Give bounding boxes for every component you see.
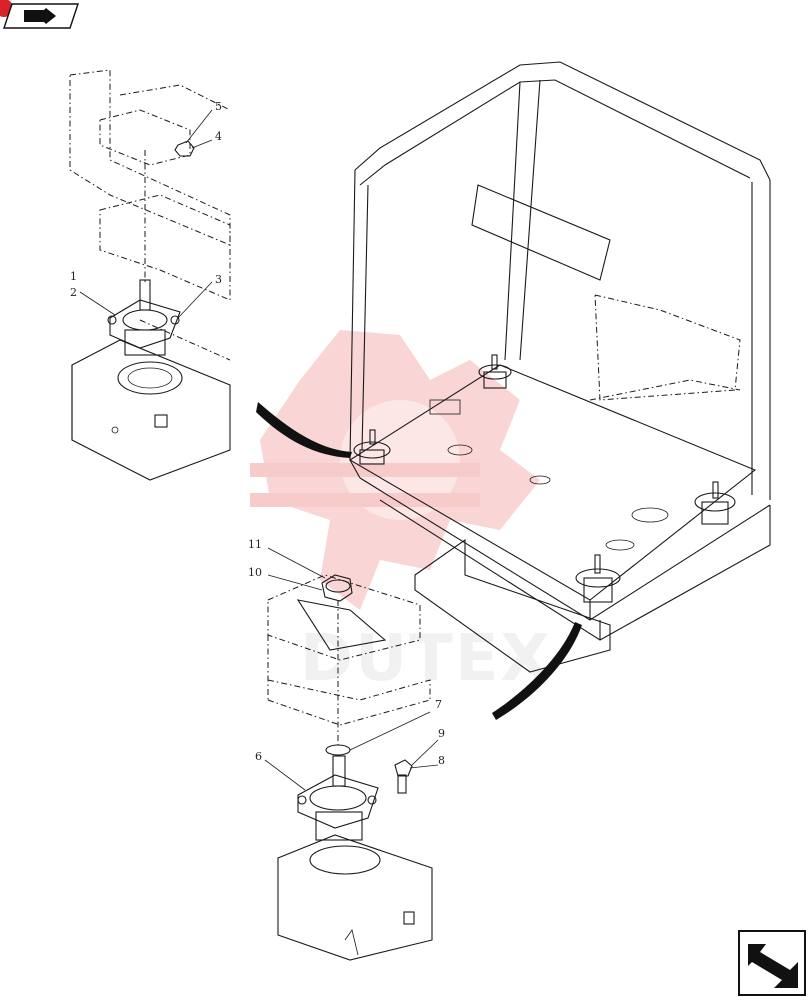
upper-detail-view [69, 69, 231, 481]
cab-frame [348, 61, 771, 673]
next-page-arrow-icon[interactable] [0, 0, 79, 29]
callout-11: 11 [248, 538, 262, 551]
callout-8: 8 [438, 754, 445, 767]
callout-3: 3 [215, 273, 222, 286]
cab-mount [575, 554, 621, 603]
callout-1: 1 [70, 270, 77, 283]
nut [174, 140, 195, 157]
callout-4: 4 [215, 130, 222, 143]
watermark: DUTEX [250, 330, 552, 696]
callout-5: 5 [215, 100, 222, 113]
nut [321, 574, 353, 602]
detail-pointer [256, 402, 352, 458]
cab-mount [478, 354, 512, 389]
cab-mount-isolator [107, 279, 181, 356]
callout-6: 6 [255, 750, 262, 763]
watermark-text: DUTEX [300, 622, 552, 696]
callout-2: 2 [70, 286, 77, 299]
bolt [394, 759, 413, 794]
callout-7: 7 [435, 698, 442, 711]
lower-detail-view [264, 547, 439, 961]
callout-10: 10 [248, 566, 262, 579]
cab-mount-isolator [297, 755, 379, 841]
cab-mount [353, 429, 391, 465]
detail-pointer [492, 622, 582, 720]
previous-page-arrow-icon[interactable] [738, 930, 806, 996]
cab-mount [694, 481, 736, 525]
callout-9: 9 [438, 727, 445, 740]
washer [325, 744, 351, 756]
